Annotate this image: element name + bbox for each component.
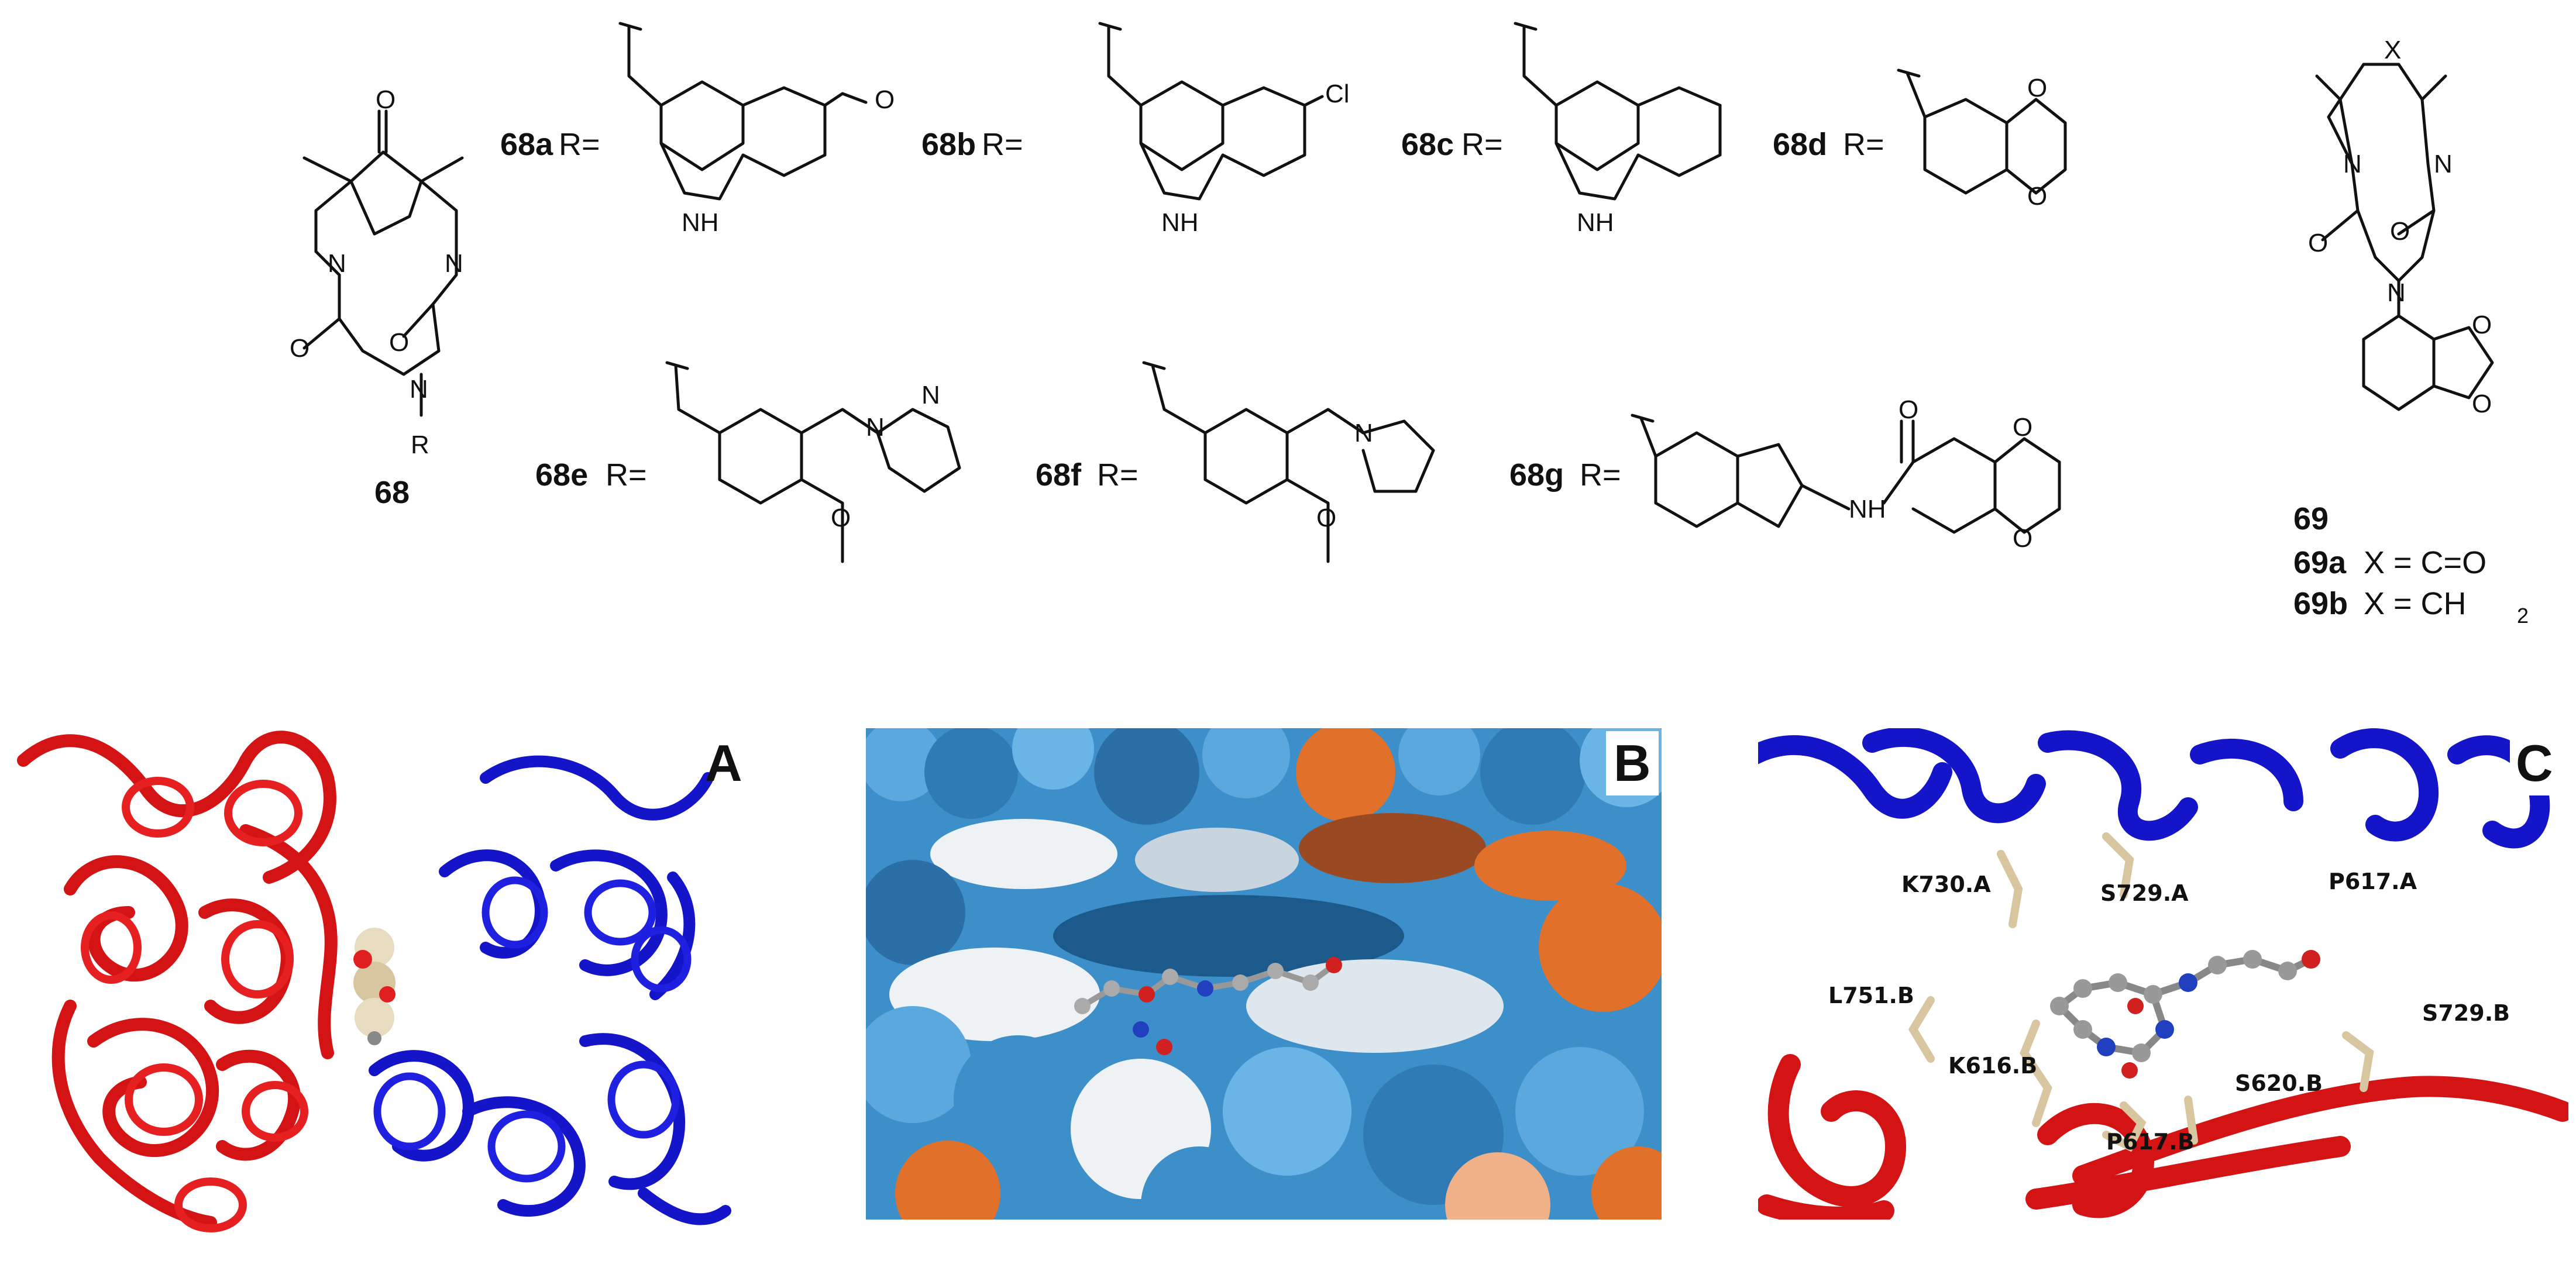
r-group-68f: 68f R= O N [1036,361,1435,563]
compound-69-structure: X N N O O N O O 69 69a X = C=O 69b X = C… [2293,36,2529,628]
r-group-68e: 68e R= O N N [535,361,961,563]
docked-ligand-c [2050,950,2320,1079]
residue-label: S729.B [2422,1000,2510,1026]
oxygen-atom: O [875,85,895,114]
oxygen-atom: O [2013,413,2032,442]
panel-b: B [866,728,1662,1220]
oxygen-atom: O [2308,229,2328,257]
r-group-id: 68d [1773,127,1827,162]
oxygen-atom: O [2472,311,2492,339]
nitrogen-atom: N [410,375,428,404]
residue-label: S620.B [2235,1070,2323,1096]
r-group-id: 68e [535,457,588,492]
ligand-spheres [353,928,395,1045]
surface-blobs [866,728,1662,1220]
nh-atom: NH [1577,208,1614,237]
panel-a-letter: A [705,734,742,792]
r-group-eq: R= [606,457,647,492]
r-group-eq: R= [1580,457,1621,492]
r-group-eq: R= [982,127,1023,162]
nitrogen-atom: N [921,381,940,409]
nh-atom: NH [1161,208,1199,237]
oxygen-atom: O [376,85,395,114]
r-group-68g: 68g R= NH O O O [1509,395,2061,553]
nitrogen-atom: N [2387,278,2406,307]
docked-ligand-b [1074,957,1342,1055]
oxygen-atom: O [290,334,309,363]
r-group-eq: R= [1461,127,1503,162]
oxygen-atom: O [2013,524,2032,553]
r-group-eq: R= [559,127,600,162]
chain-b-helices [373,876,692,1183]
compound-69a-text: X = C=O [2364,545,2486,580]
compound-69b-subscript: 2 [2517,604,2529,628]
oxygen-atom: O [2027,74,2047,102]
panel-c-label-box [2510,731,2565,795]
nitrogen-atom: N [445,249,463,278]
panel-c: K730.A S729.A P617.A L751.B K616.B S729.… [1758,728,2568,1220]
compound-68-structure: O N N O O N R 68 [290,85,464,510]
oxygen-atom: O [2027,182,2047,211]
r-group-eq: R= [1843,127,1884,162]
nitrogen-atom: N [2343,150,2362,178]
r-group-68c: 68c R= NH [1401,22,1722,237]
r-group-id: 68c [1401,127,1454,162]
oxygen-atom: O [831,504,851,532]
r-group-id: 68f [1036,457,1082,492]
residue-label: K616.B [1948,1053,2037,1079]
nitrogen-atom: N [2434,150,2453,178]
residue-label: P617.B [2106,1129,2195,1155]
nh-atom: NH [1849,495,1886,523]
panel-c-ribbons [1758,728,2568,1220]
r-group-68a: 68a R= O NH [500,22,895,237]
compound-69a-id: 69a [2293,545,2347,580]
oxygen-atom: O [389,328,409,357]
residue-label: P617.A [2329,869,2417,894]
r-group-id: 68g [1509,457,1564,492]
residue-label: K730.A [1901,872,1991,897]
x-atom: X [2384,36,2401,64]
oxygen-atom: O [2472,390,2492,418]
compound-69b-text: X = CH [2364,586,2467,621]
r-group-id: 68a [500,127,553,162]
panel-a: A [17,731,742,1232]
nitrogen-atom: N [866,413,885,442]
r-group-id: 68b [921,127,976,162]
residue-label: L751.B [1828,983,1914,1008]
compound-69b-id: 69b [2293,586,2348,621]
oxygen-atom: O [2390,217,2410,246]
side-chains [1908,832,2374,1152]
compound-69-label: 69 [2293,501,2329,536]
r-group-68d: 68d R= O O [1773,68,2067,211]
nh-atom: NH [682,208,719,237]
panel-b-letter: B [1614,734,1651,792]
panel-c-letter: C [2516,734,2553,792]
r-group-68b: 68b R= Cl NH [921,22,1350,237]
oxygen-atom: O [1899,395,1918,424]
chain-b-ribbon [369,755,731,1225]
compound-68-label: 68 [374,475,410,510]
chain-a-ribbon [17,731,338,1229]
residue-label: S729.A [2100,880,2189,906]
nitrogen-atom: N [328,249,346,278]
nitrogen-atom: N [1354,419,1373,447]
panel-b-label-box [1606,731,1659,795]
chain-a-helices [81,777,308,1232]
chlorine-atom: Cl [1325,80,1350,108]
oxygen-atom: O [1316,504,1336,532]
r-group-eq: R= [1097,457,1139,492]
r-group-atom: R [411,430,429,459]
